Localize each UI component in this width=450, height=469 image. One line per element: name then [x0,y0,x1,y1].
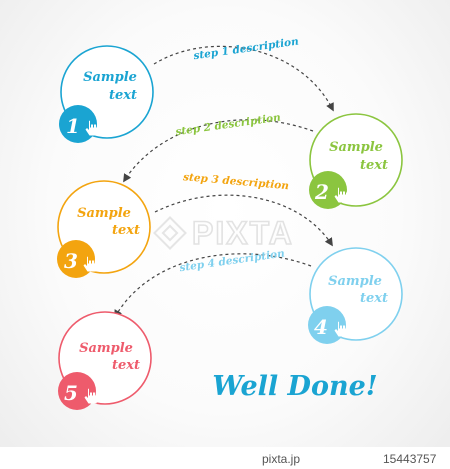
step-1-hand-cursor-icon [85,120,99,136]
step-1-badge [59,105,97,143]
arrow-step-4 [114,253,312,319]
step-5-title: Sample [79,341,133,356]
step-4-badge [308,306,346,344]
footer-credit: pixta.jp [262,452,300,466]
flow-arrows [114,45,334,319]
step-3-description: step 3 description [183,171,290,192]
step-2-hand-cursor-icon [334,187,348,203]
step-1-description: step 1 description [193,36,300,63]
step-5-number: 5 [64,381,78,405]
step-2-subtitle: text [360,158,388,173]
footer-image-id: 15443757 [383,452,437,466]
watermark-logo-icon [153,216,187,250]
step-4-subtitle: text [360,291,388,306]
footer-bar [0,447,450,469]
step-1-title: Sample [83,70,137,85]
step-2: Sample text 2 [309,113,403,209]
step-4-number: 4 [314,315,328,339]
step-3-number: 3 [64,249,78,273]
step-2-number: 2 [314,180,329,204]
step-3-subtitle: text [112,223,140,238]
step-2-title: Sample [329,140,383,155]
step-3-hand-cursor-icon [83,256,97,272]
step-3-title: Sample [77,206,131,221]
step-4: Sample text 4 [308,247,403,344]
arrow-step-1 [153,45,334,112]
step-5-hand-cursor-icon [84,388,98,404]
step-1-subtitle: text [109,88,137,103]
step-1-number: 1 [66,114,80,138]
step-4-hand-cursor-icon [334,321,348,337]
arrow-step-2 [123,119,314,183]
watermark-text: PIXTA [192,215,294,251]
step-4-title: Sample [328,274,382,289]
well-done-heading: Well Done! [212,371,377,402]
step-1: Sample text 1 [59,45,154,143]
arrow-step-3 [154,194,333,247]
step-4-description: step 4 description [179,248,286,275]
watermark: PIXTA [153,214,294,252]
step-5: Sample text 5 [58,311,152,410]
step-3: Sample text 3 [57,180,151,278]
step-2-description: step 2 description [175,112,282,139]
step-5-subtitle: text [112,358,140,373]
